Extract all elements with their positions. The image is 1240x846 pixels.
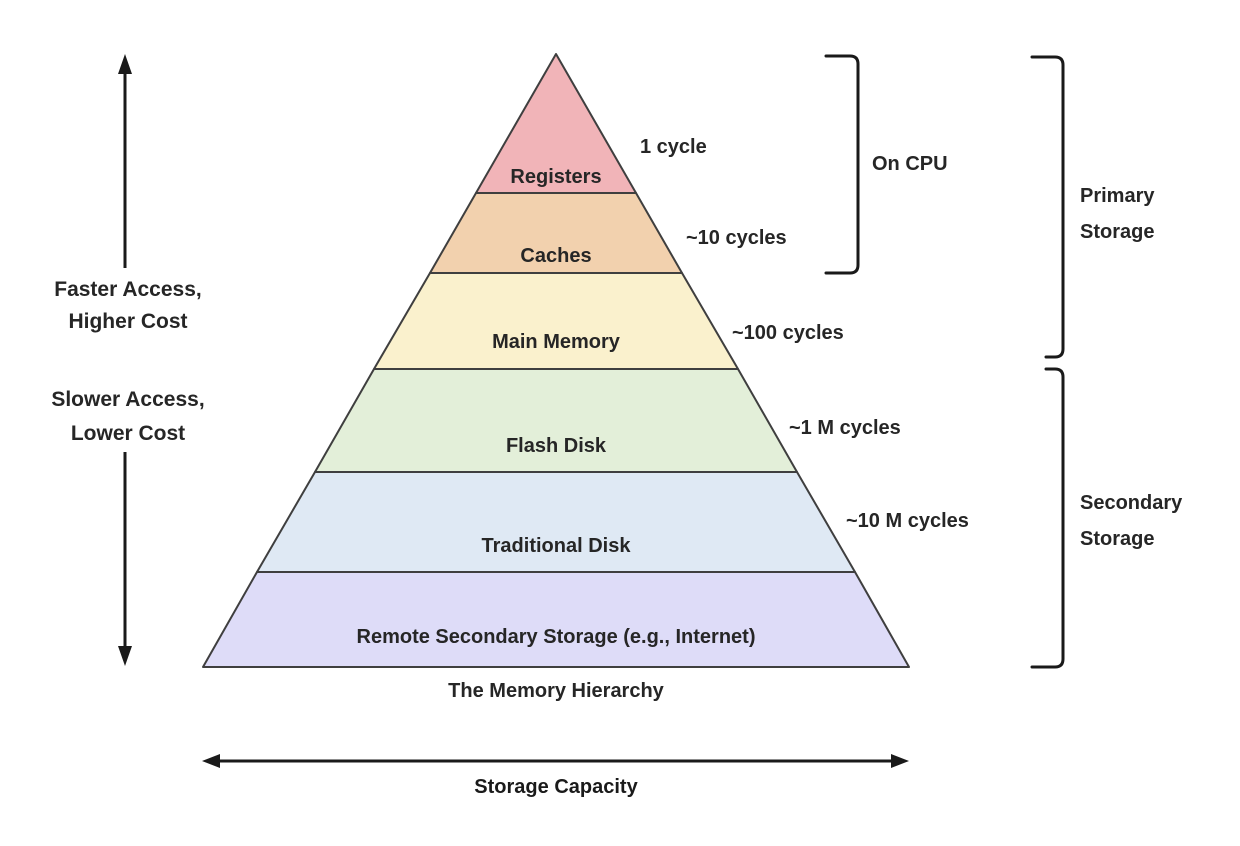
secondary-storage-bracket	[1030, 367, 1065, 669]
level-label-remote-storage: Remote Secondary Storage (e.g., Internet…	[357, 626, 756, 648]
pyramid-level-traditional-disk	[256, 471, 856, 573]
pyramid-level-remote-storage	[202, 571, 910, 668]
storage-capacity-axis: Storage Capacity	[202, 754, 909, 798]
secondary-storage-label-line1: Secondary	[1080, 492, 1183, 514]
level-label-flash-disk: Flash Disk	[506, 435, 607, 457]
slower-access-label-line2: Lower Cost	[71, 422, 185, 445]
access-cost-annotation: Faster Access, Higher Cost Slower Access…	[51, 54, 205, 666]
level-label-main-memory: Main Memory	[492, 331, 621, 353]
down-arrow-icon	[118, 646, 132, 666]
faster-access-label-line2: Higher Cost	[68, 310, 187, 333]
secondary-storage-label-line2: Storage	[1080, 528, 1154, 550]
right-arrow-icon	[891, 754, 909, 768]
level-label-traditional-disk: Traditional Disk	[482, 535, 632, 557]
on-cpu-label: On CPU	[872, 153, 948, 175]
level-label-registers: Registers	[510, 166, 601, 188]
pyramid: Registers Caches Main Memory Flash Disk …	[202, 53, 910, 668]
on-cpu-annotation: On CPU	[824, 54, 948, 275]
slower-access-label-line1: Slower Access,	[51, 388, 204, 411]
level-label-caches: Caches	[520, 245, 591, 267]
pyramid-level-main-memory	[373, 272, 739, 370]
primary-storage-annotation: Primary Storage	[1030, 55, 1155, 359]
cycle-labels: 1 cycle ~10 cycles ~100 cycles ~1 M cycl…	[640, 136, 969, 532]
cycles-caches: ~10 cycles	[686, 227, 787, 249]
primary-storage-label-line2: Storage	[1080, 221, 1154, 243]
on-cpu-bracket	[824, 54, 860, 275]
secondary-storage-annotation: Secondary Storage	[1030, 367, 1183, 669]
cycles-registers: 1 cycle	[640, 136, 707, 158]
faster-access-label-line1: Faster Access,	[54, 278, 201, 301]
cycles-main-memory: ~100 cycles	[732, 322, 844, 344]
primary-storage-label-line1: Primary	[1080, 185, 1155, 207]
cycles-flash-disk: ~1 M cycles	[789, 417, 901, 439]
diagram-caption: The Memory Hierarchy	[448, 680, 665, 702]
storage-capacity-label: Storage Capacity	[474, 776, 638, 798]
left-arrow-icon	[202, 754, 220, 768]
cycles-traditional-disk: ~10 M cycles	[846, 510, 969, 532]
primary-storage-bracket	[1030, 55, 1065, 359]
up-arrow-icon	[118, 54, 132, 74]
